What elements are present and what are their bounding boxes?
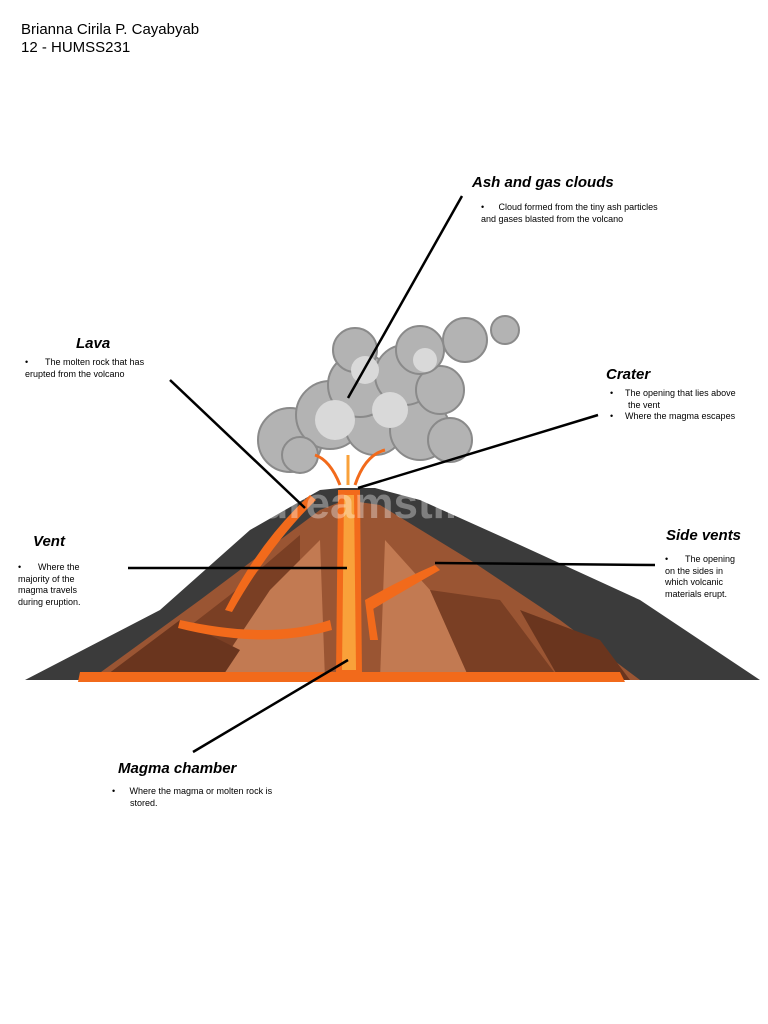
lava-description: • The molten rock that has erupted from … <box>25 357 145 379</box>
side-vents-description: • The opening on the sides in which volc… <box>665 554 736 599</box>
magma-leader-line <box>192 658 349 754</box>
magma-line-1: Where the magma or molten rock is <box>129 786 273 796</box>
author-name: Brianna Cirila P. Cayabyab <box>21 21 200 38</box>
ash-clouds-title: Ash and gas clouds <box>472 174 614 191</box>
lava-line-1: The molten rock that has <box>45 357 145 367</box>
crater-line-1: The opening that lies above <box>625 388 736 398</box>
magma-chamber-description: • Where the magma or molten rock is stor… <box>112 786 273 808</box>
vent-line-2: majority of the <box>18 573 75 584</box>
side-vents-title: Side vents <box>666 527 742 544</box>
vent-line-3: magma travels <box>18 585 78 595</box>
side-vents-line-4: materials erupt. <box>665 588 728 599</box>
crater-line-3: Where the magma escapes <box>625 411 736 421</box>
ash-clouds-description: • Cloud formed from the tiny ash particl… <box>481 202 658 224</box>
watermark-text: dreamstime <box>261 479 508 528</box>
crater-line-2: the vent <box>628 399 661 410</box>
vent-description: • Where the majority of the magma travel… <box>18 562 81 607</box>
class-section: 12 - HUMSS231 <box>21 39 131 56</box>
crater-title: Crater <box>606 366 651 383</box>
magma-line-2: stored. <box>130 797 158 808</box>
author-header: Brianna Cirila P. Cayabyab 12 - HUMSS231 <box>21 21 199 57</box>
volcano-cone <box>25 448 760 682</box>
side-vents-leader-line <box>434 561 656 567</box>
vent-line-4: during eruption. <box>18 596 81 607</box>
side-vents-line-1: The opening <box>685 554 736 564</box>
side-vents-line-2: on the sides in <box>665 565 724 576</box>
lava-line-2: erupted from the volcano <box>25 368 125 379</box>
crater-description: • The opening that lies above the vent •… <box>610 388 736 421</box>
magma-chamber-title: Magma chamber <box>118 760 237 777</box>
lava-leader-line <box>169 379 306 509</box>
vent-line-1: Where the <box>38 562 80 572</box>
side-vents-line-3: which volcanic <box>665 577 724 587</box>
leader-lines <box>128 195 656 754</box>
crater-leader-line <box>357 413 599 490</box>
vent-title: Vent <box>33 533 65 550</box>
ash-line-2: and gases blasted from the volcano <box>481 213 624 224</box>
ash-leader-line <box>346 195 464 399</box>
ash-line-1: Cloud formed from the tiny ash particles <box>498 202 658 212</box>
lava-title: Lava <box>76 335 111 352</box>
